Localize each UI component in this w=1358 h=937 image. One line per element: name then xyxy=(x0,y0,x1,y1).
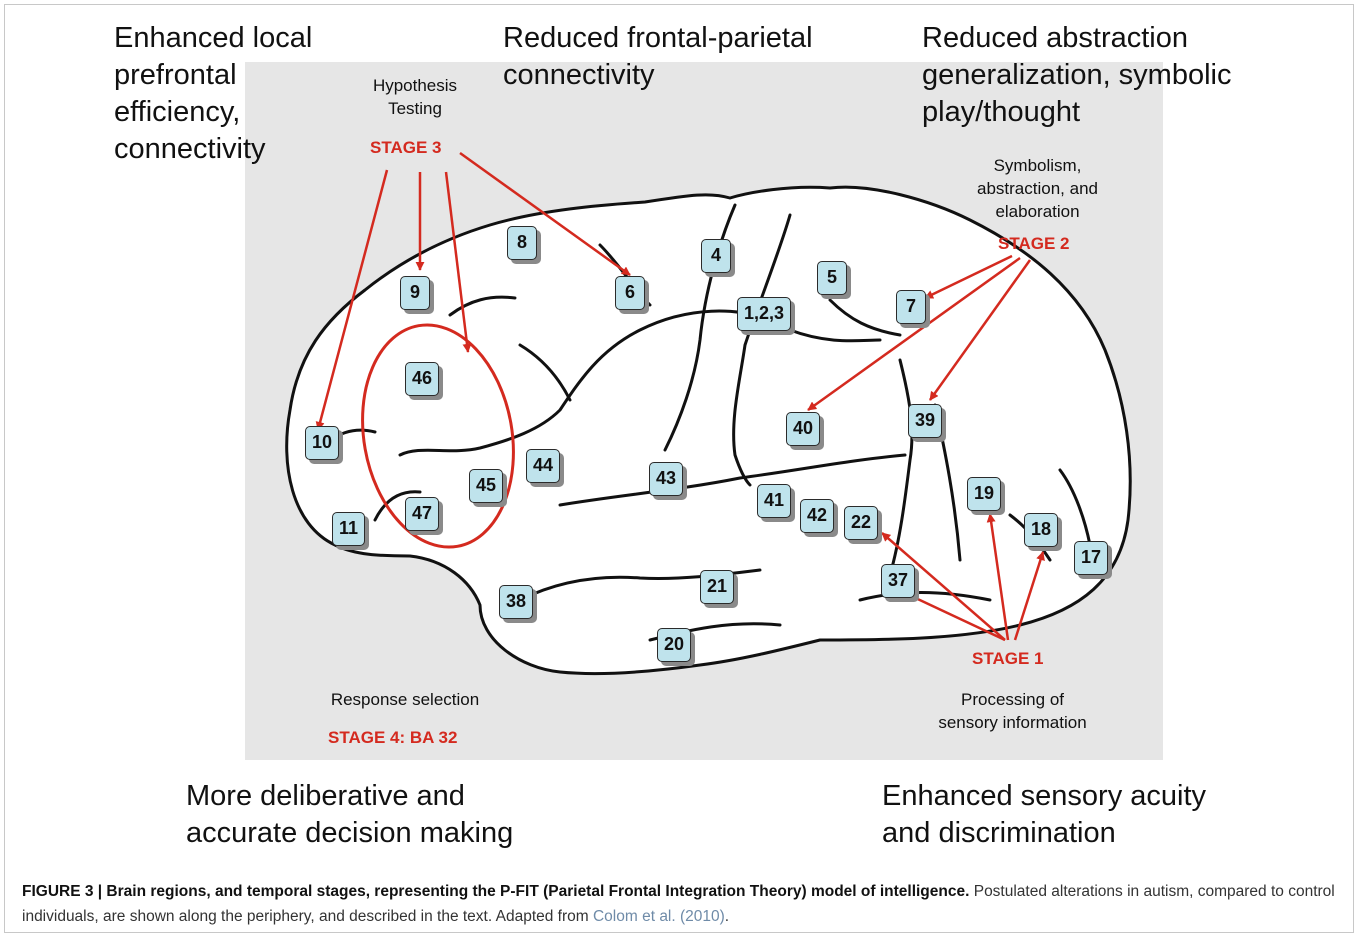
label-line: Hypothesis xyxy=(372,76,458,95)
text-top-middle: Reduced frontal-parietal connectivity xyxy=(503,20,813,94)
label-line: Testing xyxy=(388,99,442,118)
processing-label: Processing of sensory information xyxy=(915,688,1110,734)
ba-42: 42 xyxy=(800,499,835,533)
ba-10: 10 xyxy=(305,426,340,460)
text-top-right: Reduced abstraction generalization, symb… xyxy=(922,20,1231,131)
text-line: play/thought xyxy=(922,96,1081,128)
ba-47: 47 xyxy=(405,497,440,531)
caption-end: . xyxy=(724,908,730,925)
ba-22: 22 xyxy=(844,506,879,540)
ba-4: 4 xyxy=(701,239,731,273)
text-line: Enhanced local xyxy=(114,22,313,54)
ba-9: 9 xyxy=(400,276,430,310)
label-line: abstraction, and xyxy=(977,179,1098,198)
ba-37: 37 xyxy=(881,564,916,598)
text-line: Reduced frontal-parietal xyxy=(503,22,813,54)
ba-38: 38 xyxy=(499,585,534,619)
ba-45: 45 xyxy=(469,469,504,503)
ba-8: 8 xyxy=(507,226,537,260)
hypothesis-testing-label: Hypothesis Testing xyxy=(350,74,480,120)
ba-19: 19 xyxy=(967,477,1002,511)
text-line: accurate decision making xyxy=(186,817,514,849)
text-line: and discrimination xyxy=(882,817,1116,849)
text-bottom-right: Enhanced sensory acuity and discriminati… xyxy=(882,778,1206,852)
ba-7: 7 xyxy=(896,290,926,324)
ba-11: 11 xyxy=(332,512,366,546)
text-line: More deliberative and xyxy=(186,780,465,812)
text-line: Enhanced sensory acuity xyxy=(882,780,1207,812)
ba-20: 20 xyxy=(657,628,692,662)
ba-44: 44 xyxy=(526,449,561,483)
text-line: prefrontal xyxy=(114,59,237,91)
ba-1-2-3: 1,2,3 xyxy=(737,297,792,331)
stage1-label: STAGE 1 xyxy=(972,649,1044,668)
text-line: connectivity xyxy=(503,59,655,91)
text-line: efficiency, xyxy=(114,96,241,128)
text-line: connectivity xyxy=(114,133,266,165)
ba-17: 17 xyxy=(1074,541,1109,575)
ba-40: 40 xyxy=(786,412,821,446)
stage3-label: STAGE 3 xyxy=(370,138,442,157)
ba-43: 43 xyxy=(649,462,684,496)
label-line: elaboration xyxy=(995,202,1080,221)
ba-6: 6 xyxy=(615,276,645,310)
prefrontal-ellipse xyxy=(361,323,515,549)
label-line: Symbolism, xyxy=(993,156,1082,175)
stage2-label: STAGE 2 xyxy=(998,234,1070,253)
label-line: Processing of xyxy=(961,690,1064,709)
caption-title: FIGURE 3 | Brain regions, and temporal s… xyxy=(22,883,970,900)
text-top-left: Enhanced local prefrontal efficiency, co… xyxy=(114,20,312,168)
ba-5: 5 xyxy=(817,261,847,295)
ba-21: 21 xyxy=(700,570,735,604)
figure-caption: FIGURE 3 | Brain regions, and temporal s… xyxy=(22,879,1340,929)
text-line: Reduced abstraction xyxy=(922,22,1188,54)
ba-41: 41 xyxy=(757,484,792,518)
label-line: sensory information xyxy=(938,713,1087,732)
response-selection-label: Response selection xyxy=(330,690,480,709)
ba-18: 18 xyxy=(1024,513,1059,547)
text-bottom-left: More deliberative and accurate decision … xyxy=(186,778,513,852)
caption-reference-link[interactable]: Colom et al. (2010) xyxy=(592,908,725,925)
stage-arrows xyxy=(315,151,1045,642)
ba-46: 46 xyxy=(405,362,440,396)
caption-text: Postulated alterations in autism, compar… xyxy=(22,883,1335,925)
text-line: generalization, symbolic xyxy=(922,59,1232,91)
ba-39: 39 xyxy=(908,404,943,438)
stage4-label: STAGE 4: BA 32 xyxy=(328,728,458,747)
symbolism-label: Symbolism, abstraction, and elaboration xyxy=(955,154,1120,223)
